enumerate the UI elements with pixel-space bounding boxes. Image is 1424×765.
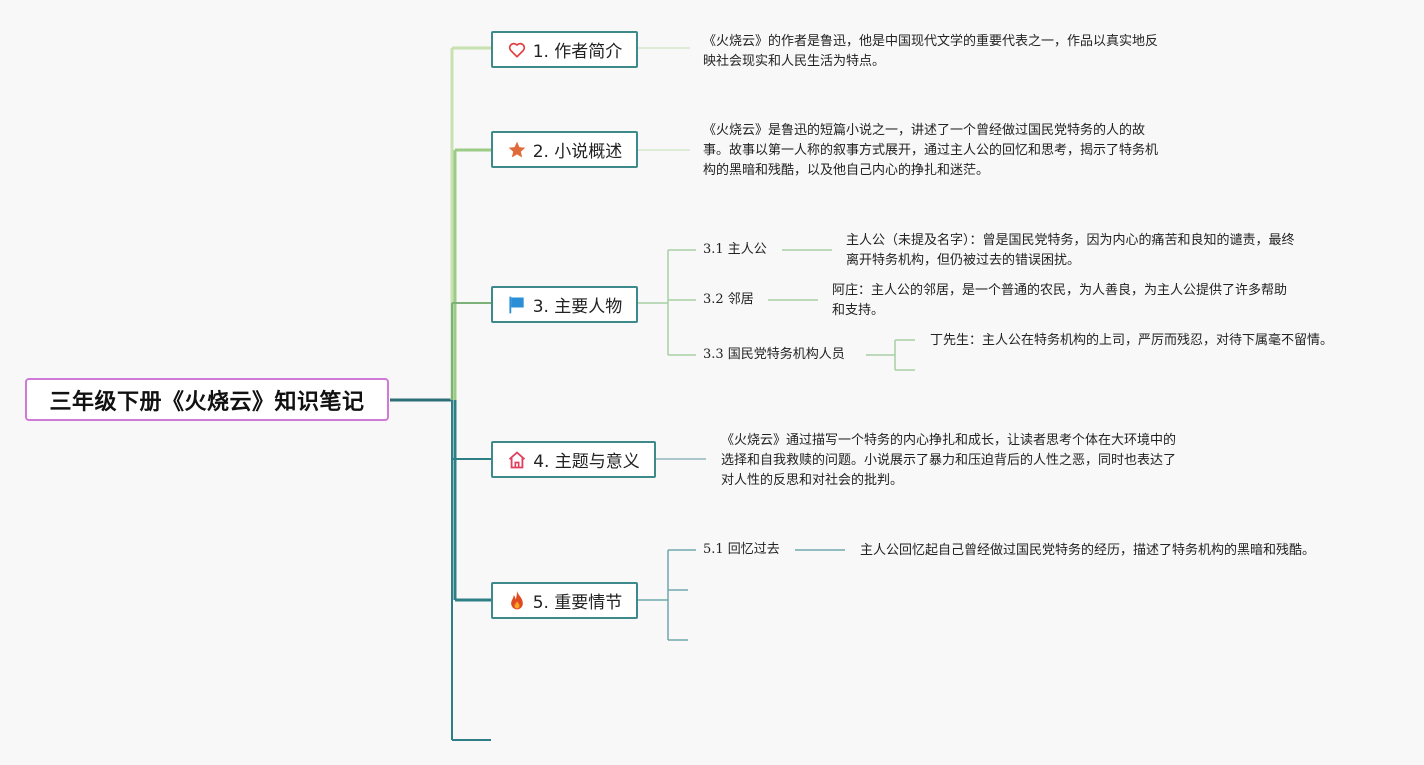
branch-label: 5. 重要情节 [532, 593, 623, 613]
branch-plot[interactable]: 5. 重要情节 [491, 582, 638, 619]
note-recall: 主人公回忆起自己曾经做过国民党特务的经历，描述了特务机构的黑暗和残酷。 [860, 543, 1316, 558]
root-title: 三年级下册《火烧云》知识笔记 [49, 389, 365, 415]
branch-label: 3. 主要人物 [532, 297, 623, 317]
note-theme: 《火烧云》通过描写一个特务的内心挣扎和成长，让读者思考个体在大环境中的 选择和自… [721, 433, 1177, 488]
flag-icon [507, 295, 527, 315]
root-topic[interactable]: 三年级下册《火烧云》知识笔记 [25, 378, 389, 421]
fire-icon [507, 590, 527, 611]
note-protagonist: 主人公（未提及名字）：曾是国民党特务，因为内心的痛苦和良知的谴责，最终 离开特务… [846, 233, 1295, 268]
star-icon [507, 140, 527, 160]
branch-summary[interactable]: 2. 小说概述 [491, 131, 638, 168]
sub-topic-recall[interactable]: 5.1 回忆过去 [703, 542, 780, 557]
note-summary: 《火烧云》是鲁迅的短篇小说之一，讲述了一个曾经做过国民党特务的人的故 事。故事以… [703, 123, 1159, 178]
note-author: 《火烧云》的作者是鲁迅，他是中国现代文学的重要代表之一，作品以真实地反 映社会现… [703, 34, 1159, 69]
branch-label: 2. 小说概述 [532, 142, 623, 162]
home-icon [507, 450, 527, 470]
branch-author[interactable]: 1. 作者简介 [491, 31, 638, 68]
heart-icon [507, 40, 527, 60]
sub-topic-protagonist[interactable]: 3.1 主人公 [703, 242, 767, 257]
branch-label: 1. 作者简介 [532, 42, 623, 62]
sub-topic-neighbor[interactable]: 3.2 邻居 [703, 292, 754, 307]
branch-label: 4. 主题与意义 [533, 452, 640, 472]
branch-theme[interactable]: 4. 主题与意义 [491, 441, 656, 478]
branch-characters[interactable]: 3. 主要人物 [491, 286, 638, 323]
sub-topic-agents[interactable]: 3.3 国民党特务机构人员 [703, 347, 845, 362]
note-neighbor: 阿庄：主人公的邻居，是一个普通的农民，为人善良，为主人公提供了许多帮助 和支持。 [832, 283, 1288, 318]
note-agents: 丁先生：主人公在特务机构的上司，严厉而残忍，对待下属毫不留情。 [930, 333, 1334, 348]
